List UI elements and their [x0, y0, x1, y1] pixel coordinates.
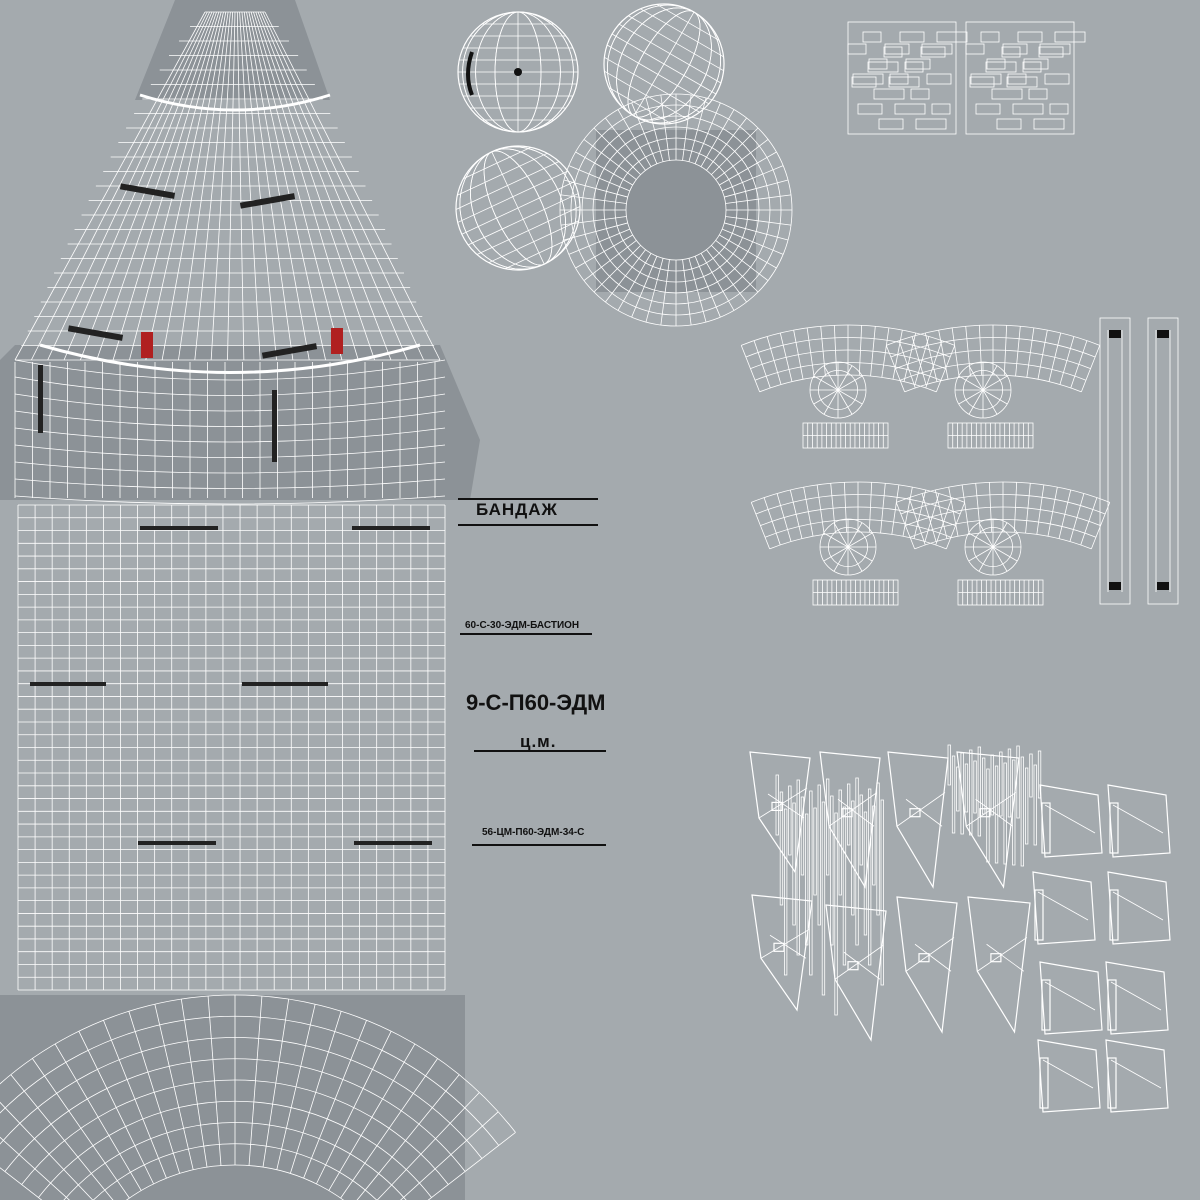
bandage-top-line	[458, 498, 598, 500]
fuselage-body-mesh	[14, 359, 446, 991]
nose-cone-mesh	[14, 11, 441, 374]
red-marker-left	[141, 332, 153, 358]
stencil-marks	[30, 183, 432, 845]
collar-panel	[0, 345, 480, 500]
ring-panel	[0, 995, 465, 1200]
sphere-meshes	[455, 3, 793, 327]
label-bandage: БАНДАЖ	[476, 500, 558, 519]
nose-cap-panel	[135, 0, 330, 100]
label-cm: ц.м.	[520, 732, 557, 751]
cm-underline	[474, 750, 606, 752]
label-model: 9-С-П60-ЭДМ	[466, 690, 606, 715]
bastion-underline	[460, 633, 592, 635]
red-marker-right	[331, 328, 343, 354]
small-parts-meshes	[740, 21, 1179, 1016]
code-underline	[472, 844, 606, 846]
label-code: 56-ЦМ-П60-ЭДМ-34-С	[482, 827, 585, 838]
label-bastion: 60-С-30-ЭДМ-БАСТИОН	[465, 620, 580, 631]
fin-meshes	[749, 751, 1171, 1113]
bandage-bottom-line	[458, 524, 598, 526]
bottom-ring-mesh	[0, 994, 516, 1200]
